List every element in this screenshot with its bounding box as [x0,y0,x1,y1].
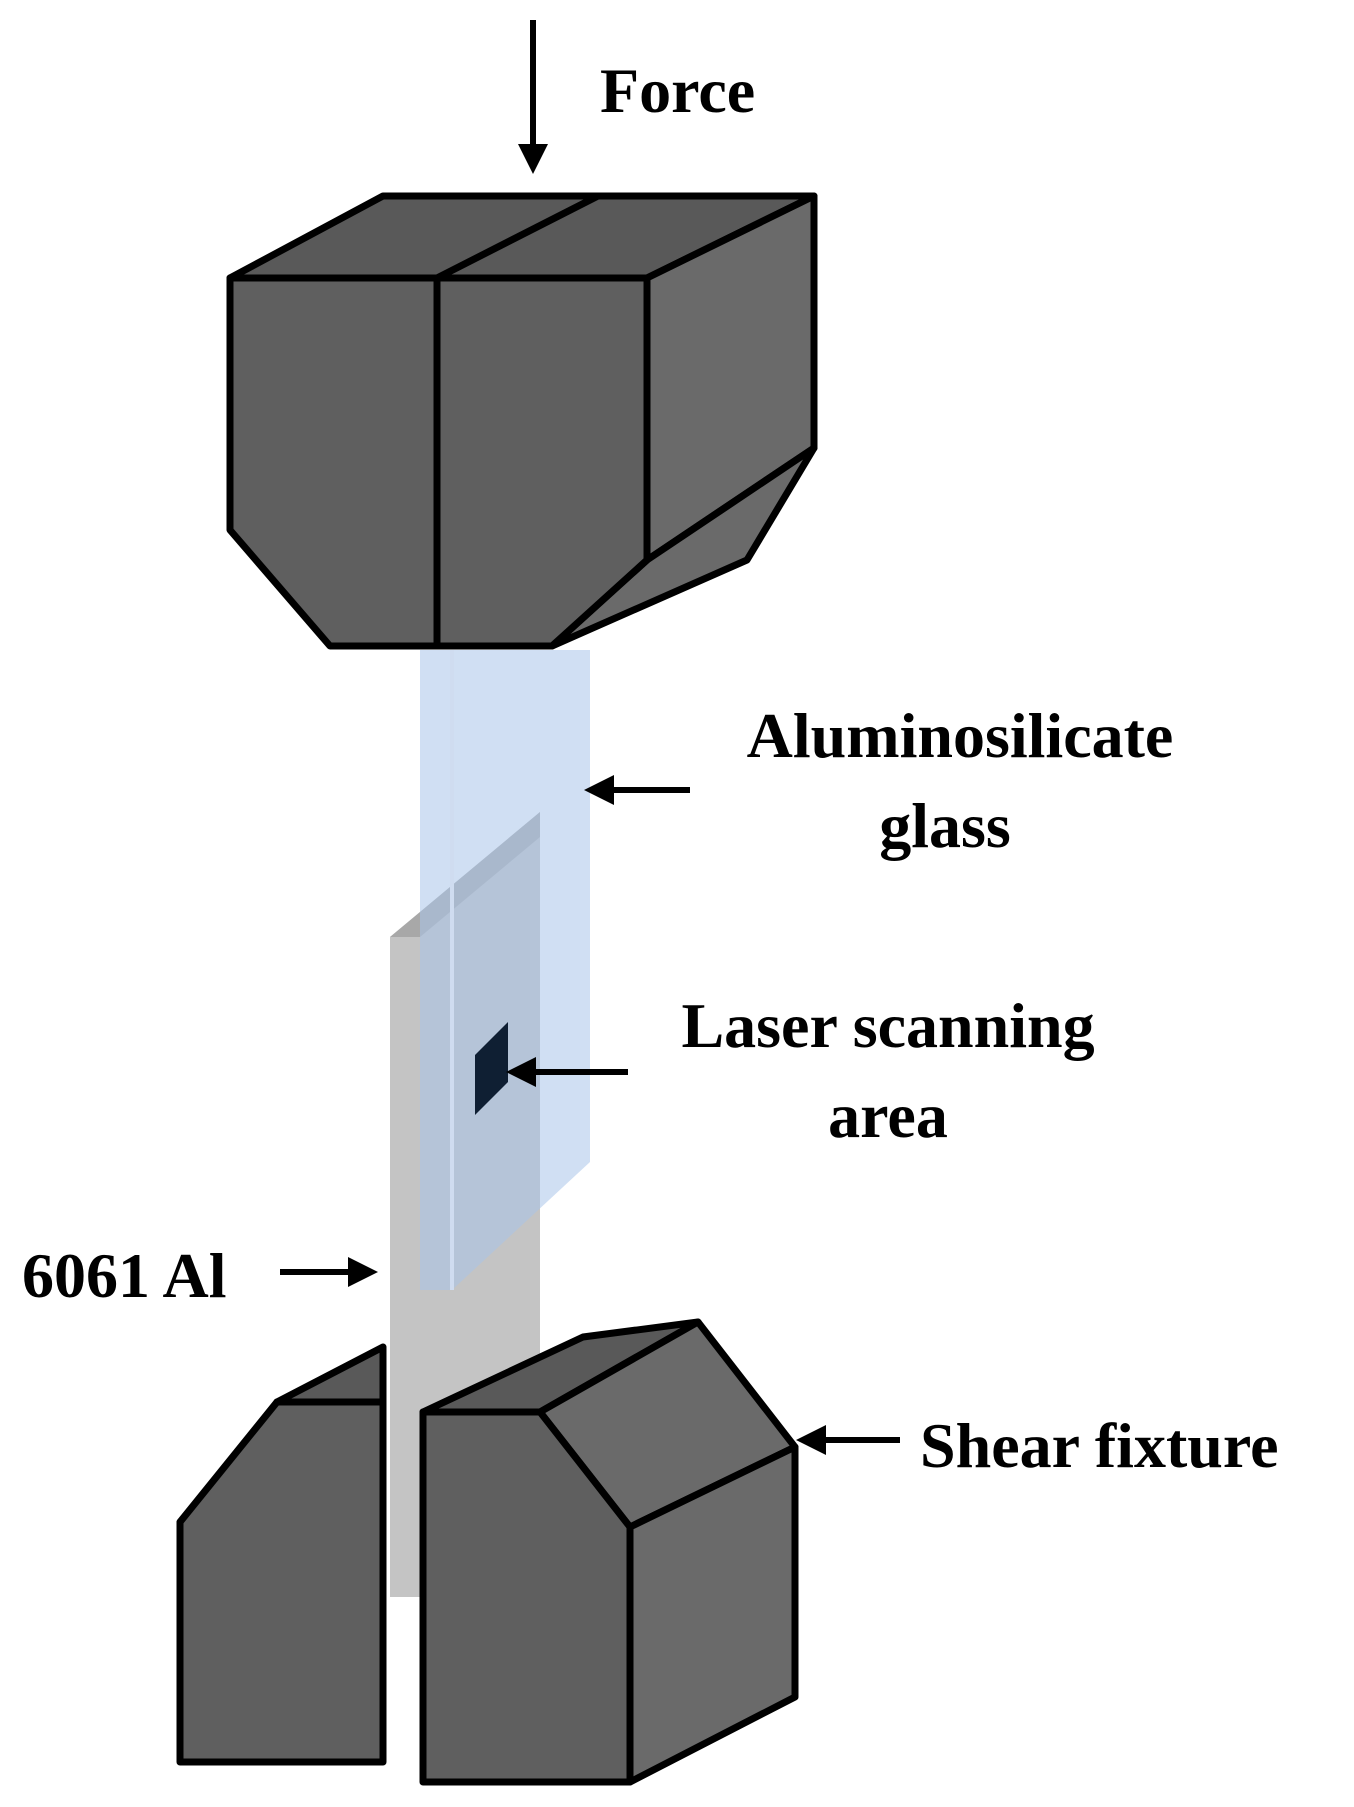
laser-label-line1: Laser scanning [681,990,1094,1061]
upper-loading-block [226,192,818,650]
annotation-arrows [280,20,900,1455]
upper-block-split-line-top [435,192,600,282]
lower-shear-fixture [176,1318,799,1786]
glass-plate-face [420,650,590,1290]
laser-label-line2: area [828,1080,948,1151]
force-label: Force [600,55,755,126]
left-jaw-top-face [273,1343,387,1406]
fixture-label: Shear fixture [920,1410,1279,1481]
glass-plate [420,650,590,1290]
aluminum-label: 6061 Al [22,1240,226,1311]
glass-label-line2: glass [879,790,1011,861]
right-jaw-side-face [626,1443,799,1786]
laser-scanning-area [475,1022,508,1115]
glass-label-line1: Aluminosilicate [747,700,1174,771]
left-jaw-front-face [176,1398,387,1766]
